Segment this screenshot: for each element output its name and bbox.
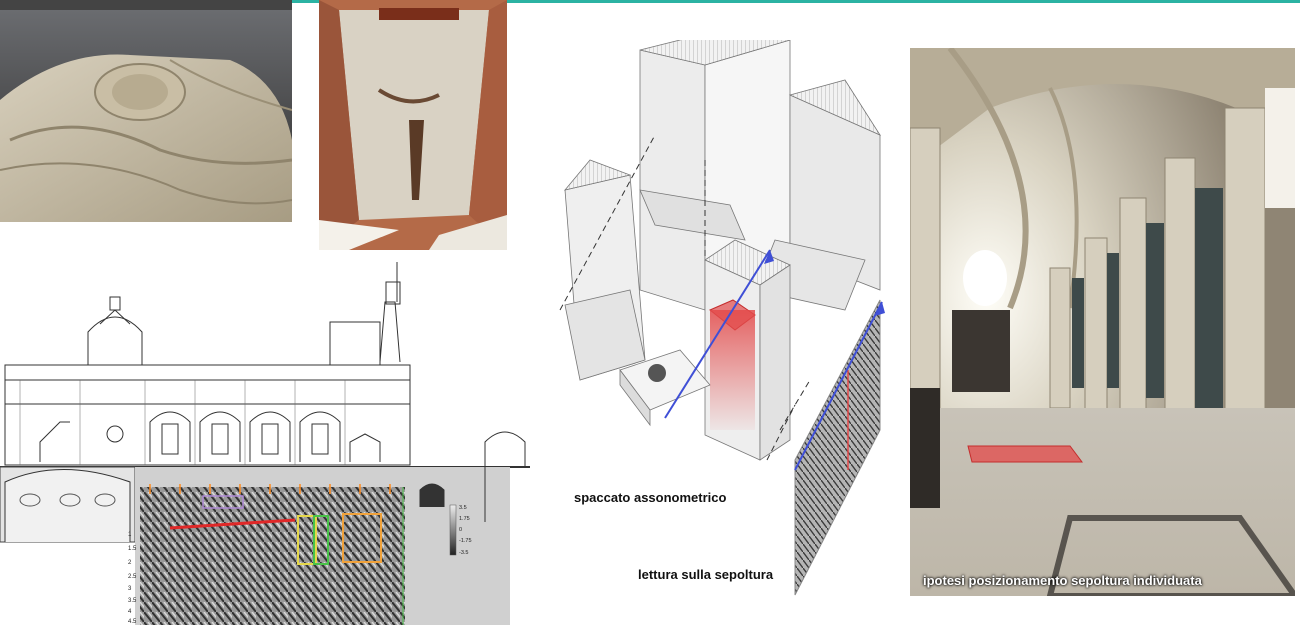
open-crypt-photo (319, 0, 507, 250)
tomb-effigy-photo (0, 0, 292, 222)
accent-bar (0, 0, 1300, 3)
depth-tick: 2 (128, 560, 132, 566)
caption-axonometric: spaccato assonometrico (574, 490, 727, 505)
caption-hypothesis: ipotesi posizionamento sepoltura individ… (923, 573, 1202, 588)
scale-tick: -1.75 (459, 538, 472, 544)
depth-tick: 1.5 (128, 546, 137, 552)
scale-tick: 1.75 (459, 516, 470, 522)
depth-tick: 4 (128, 609, 132, 615)
depth-tick: 4.5 (128, 619, 137, 625)
caption-reading: lettura sulla sepoltura (638, 567, 774, 582)
depth-tick: 3.5 (128, 598, 137, 604)
depth-tick: 1 (128, 532, 132, 538)
church-nave-photo (910, 48, 1295, 596)
axonometric-view (545, 40, 900, 600)
depth-tick: 3 (128, 586, 132, 592)
church-section-drawing: 1 1.5 2 2.5 3 3.5 4 4.5 3.5 1.75 0 -1.75… (0, 262, 530, 625)
scale-tick: 0 (459, 527, 462, 533)
scale-tick: 3.5 (459, 505, 467, 511)
scale-tick: -3.5 (459, 550, 468, 556)
depth-tick: 2.5 (128, 574, 137, 580)
